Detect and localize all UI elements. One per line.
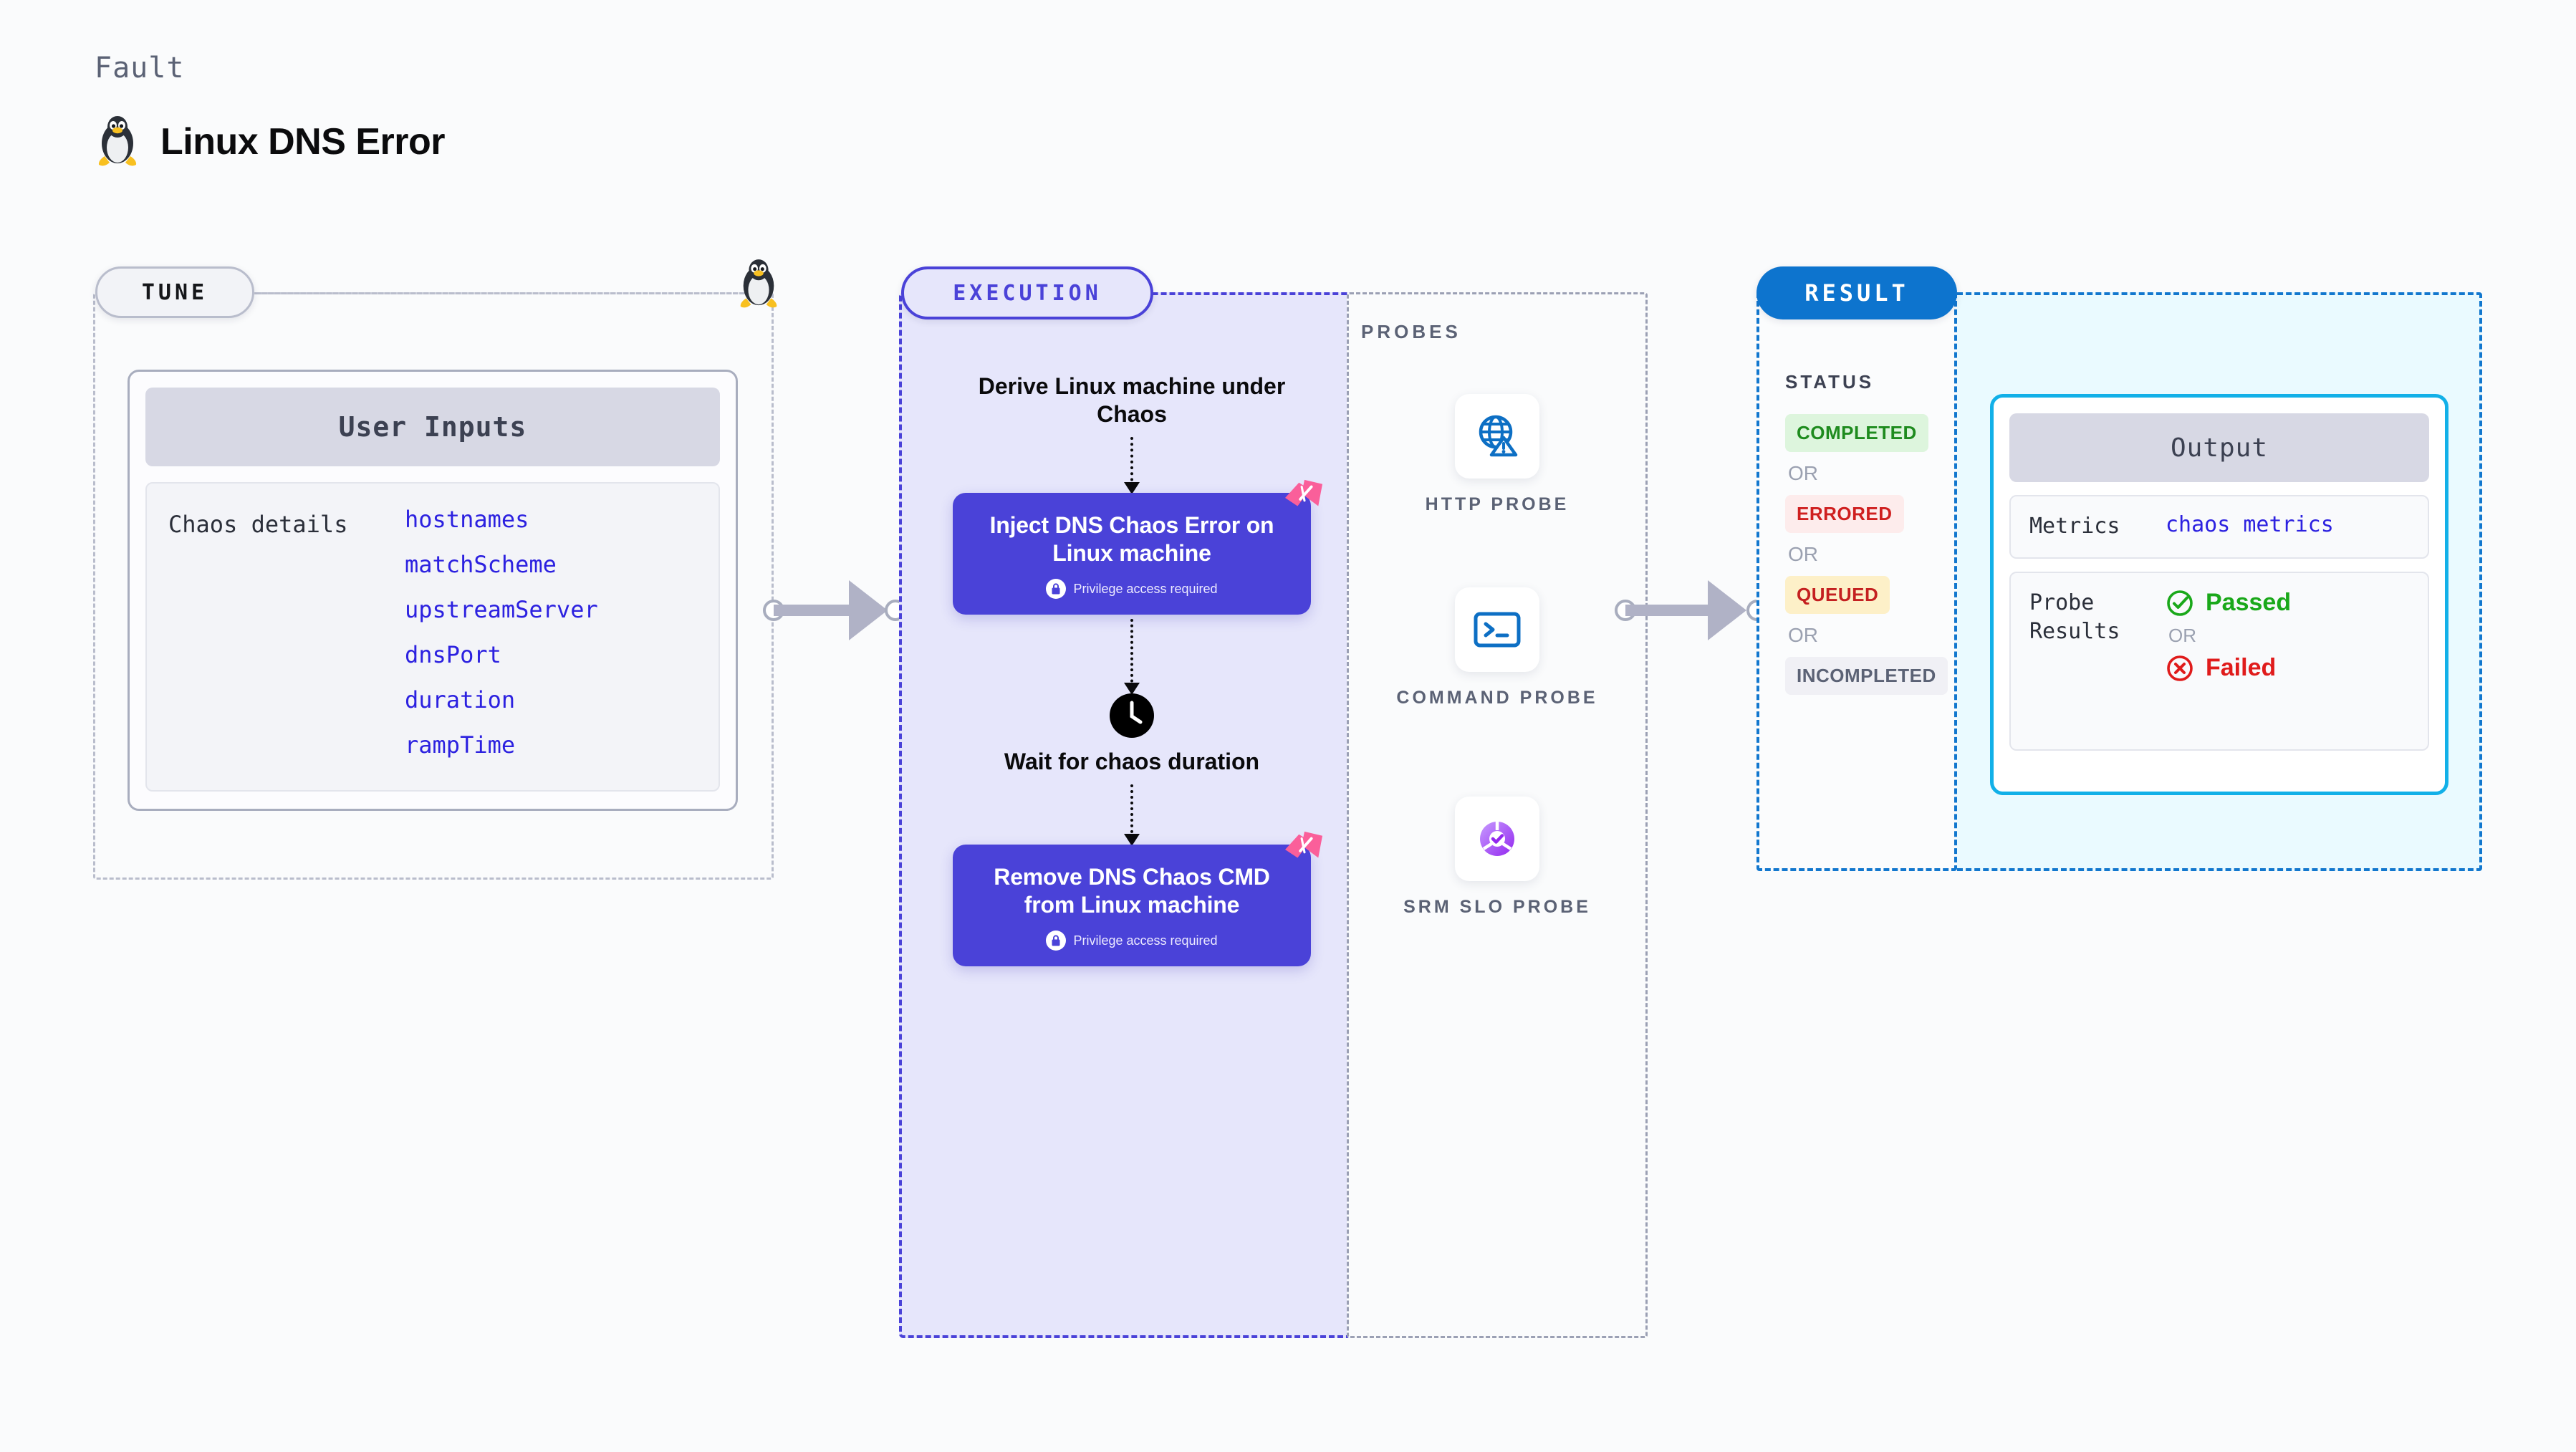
tune-badge[interactable]: TUNE — [95, 266, 254, 318]
inject-privilege-note: Privilege access required — [974, 579, 1289, 600]
probe-label-command: COMMAND PROBE — [1396, 688, 1598, 708]
user-inputs-title: User Inputs — [145, 388, 720, 466]
globe-warning-icon — [1455, 394, 1539, 479]
user-inputs-body: Chaos details hostnames matchScheme upst… — [145, 482, 720, 792]
connector-arrowhead — [849, 580, 888, 640]
connector-line — [774, 605, 867, 616]
status-or-2: OR — [1788, 543, 1818, 565]
tune-top-dashed-line — [255, 292, 756, 294]
wait-duration-caption: Wait for chaos duration — [1004, 749, 1260, 775]
lock-icon — [1046, 579, 1067, 600]
status-badge-queued: QUEUED — [1785, 576, 1890, 614]
harness-logo-icon — [1285, 479, 1323, 506]
lock-icon — [1046, 931, 1067, 951]
clock-icon — [1110, 693, 1154, 739]
input-field-upstreamserver[interactable]: upstreamServer — [405, 596, 598, 623]
inject-dns-chaos-label: Inject DNS Chaos Error on Linux machine — [989, 512, 1274, 567]
connector-arrowhead — [1708, 580, 1746, 640]
page-title-row: Linux DNS Error — [95, 115, 446, 169]
output-title: Output — [2009, 413, 2429, 482]
x-circle-icon — [2167, 655, 2193, 681]
srm-slo-donut-icon — [1455, 797, 1539, 881]
probe-item-command[interactable]: COMMAND PROBE — [1390, 587, 1605, 711]
inject-privilege-text: Privilege access required — [1073, 581, 1218, 596]
status-badge-errored: ERRORED — [1785, 495, 1904, 533]
terminal-icon — [1455, 587, 1539, 672]
probe-item-srm-slo[interactable]: SRM SLO PROBE — [1390, 797, 1605, 920]
remove-dns-chaos-label: Remove DNS Chaos CMD from Linux machine — [994, 864, 1270, 918]
input-field-dnsport[interactable]: dnsPort — [405, 641, 501, 668]
status-title: STATUS — [1785, 371, 1875, 393]
remove-dns-chaos-node[interactable]: Remove DNS Chaos CMD from Linux machine … — [953, 832, 1323, 967]
probe-result-failed: Failed — [2166, 654, 2291, 683]
input-field-hostnames[interactable]: hostnames — [405, 506, 529, 533]
execution-badge[interactable]: EXECUTION — [901, 266, 1153, 319]
page-title: Linux DNS Error — [160, 121, 446, 163]
status-or-1: OR — [1788, 462, 1818, 484]
probe-results-values: Passed OR Failed — [2166, 589, 2291, 683]
metrics-label: Metrics — [2029, 514, 2120, 539]
connector-tune-to-execution — [763, 580, 906, 640]
output-metrics-row: Metrics chaos metrics — [2009, 495, 2429, 559]
status-list: COMPLETED OR ERRORED OR QUEUED OR INCOMP… — [1785, 414, 1948, 695]
remove-privilege-note: Privilege access required — [974, 931, 1289, 951]
output-probe-results-row: Probe Results Passed OR Failed — [2009, 571, 2429, 751]
input-field-ramptime[interactable]: rampTime — [405, 731, 516, 759]
input-field-duration[interactable]: duration — [405, 686, 516, 713]
output-card: Output Metrics chaos metrics Probe Resul… — [1990, 394, 2448, 795]
probe-label-srm-slo: SRM SLO PROBE — [1403, 897, 1591, 917]
probe-item-http[interactable]: HTTP PROBE — [1390, 394, 1605, 517]
chaos-details-values: hostnames matchScheme upstreamServer dns… — [405, 508, 598, 766]
status-badge-incompleted: INCOMPLETED — [1785, 657, 1948, 695]
user-inputs-card: User Inputs Chaos details hostnames matc… — [128, 370, 738, 811]
flow-arrow-3 — [1124, 784, 1140, 847]
chaos-details-label: Chaos details — [168, 511, 348, 538]
connector-execution-to-result — [1615, 580, 1768, 640]
probe-label-http: HTTP PROBE — [1425, 494, 1570, 514]
metrics-value[interactable]: chaos metrics — [2166, 512, 2334, 537]
flow-arrow-1 — [1124, 437, 1140, 495]
probe-result-passed: Passed — [2166, 589, 2291, 617]
fault-eyebrow: Fault — [95, 52, 185, 85]
derive-machine-caption: Derive Linux machine under Chaos — [978, 373, 1286, 428]
remove-privilege-text: Privilege access required — [1073, 933, 1218, 948]
probe-results-label: Probe Results — [2029, 590, 2120, 645]
linux-penguin-icon — [95, 115, 140, 169]
check-circle-icon — [2167, 590, 2193, 616]
execution-flow: Derive Linux machine under Chaos Inject … — [953, 372, 1323, 967]
harness-logo-icon — [1285, 832, 1323, 858]
probe-result-or: OR — [2168, 624, 2196, 646]
inject-dns-chaos-node[interactable]: Inject DNS Chaos Error on Linux machine … — [953, 479, 1323, 615]
input-field-matchscheme[interactable]: matchScheme — [405, 551, 557, 578]
flow-arrow-2 — [1124, 619, 1140, 696]
result-badge[interactable]: RESULT — [1756, 266, 1957, 319]
connector-line — [1625, 605, 1726, 616]
status-badge-completed: COMPLETED — [1785, 414, 1928, 452]
tune-linux-penguin-icon — [736, 258, 781, 314]
passed-label: Passed — [2206, 589, 2292, 616]
failed-label: Failed — [2206, 654, 2277, 681]
probes-title: PROBES — [1361, 321, 1461, 342]
status-or-3: OR — [1788, 624, 1818, 646]
